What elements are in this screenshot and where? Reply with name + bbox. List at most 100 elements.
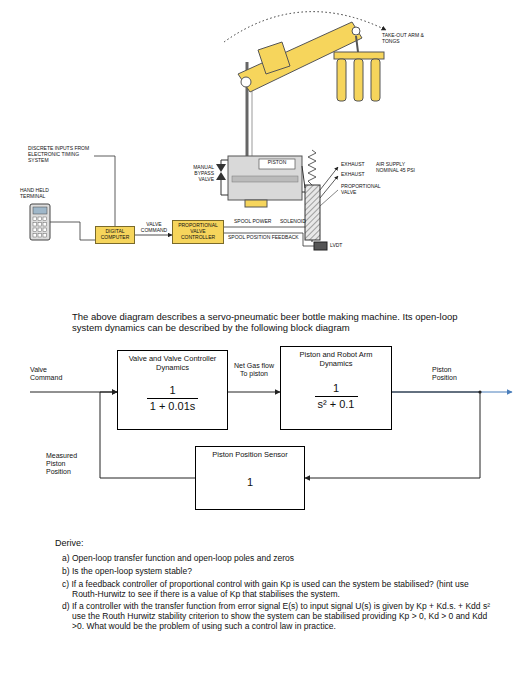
fraction: 1 s² + 0.1: [315, 368, 358, 427]
signal-label: Piston Position: [432, 366, 474, 382]
computer-box: DIGITAL COMPUTER: [95, 226, 135, 244]
gain-value: 1: [244, 476, 256, 489]
proportional-valve: [302, 166, 305, 188]
bypass-valve: [221, 160, 228, 161]
part-label: MANUAL BYPASS VALVE: [186, 165, 214, 182]
bypass-valve: [216, 164, 226, 172]
bypass-valve: [216, 160, 228, 195]
hand-held-terminal: [38, 223, 42, 227]
part-label: SOLENOID: [280, 219, 306, 225]
tongs: [371, 59, 380, 101]
controller-box: PROPORTIONAL VALVE CONTROLLER: [172, 220, 224, 244]
sensor-block: Piston Position Sensor 1: [195, 446, 305, 510]
lvdt-sensor: [314, 242, 327, 250]
bypass-valve: [216, 172, 226, 180]
hand-held-terminal: [43, 217, 47, 221]
tongs: [337, 59, 346, 101]
proportional-valve: [308, 150, 316, 185]
block-title: Piston Position Sensor: [206, 451, 293, 460]
hand-held-terminal: [43, 228, 47, 232]
signal-label: Measured Piston Position: [46, 452, 92, 476]
piston-cylinder: [259, 159, 295, 169]
piston-cylinder: [232, 176, 298, 182]
part-label: AIR SUPPLY NOMINAL 45 PSI: [376, 162, 416, 174]
denominator: 1 + 0.01s: [147, 400, 199, 413]
tongs: [356, 36, 358, 52]
tongs: [354, 59, 363, 101]
question-text: c) If a feedback controller of proportio…: [62, 580, 492, 600]
bypass-valve: [221, 180, 222, 195]
fraction: 1: [244, 460, 256, 507]
fraction-group: 1 1 + 0.01s: [147, 384, 199, 412]
lvdt-sensor: [312, 240, 327, 250]
question-text: a) Open-loop transfer function and open-…: [62, 554, 492, 564]
fraction: 1 1 + 0.01s: [147, 372, 199, 427]
heading: Derive:: [55, 538, 155, 548]
fraction-group: 1: [244, 476, 256, 489]
question-text: b) Is the open-loop system stable?: [62, 567, 492, 577]
part-label: LVDT: [330, 243, 352, 249]
hand-held-terminal: [43, 234, 47, 238]
connector: [228, 392, 280, 393]
question-text: d) If a controller with the transfer fun…: [62, 602, 492, 631]
numerator: 1: [330, 382, 342, 395]
box-label: DIGITAL COMPUTER: [98, 229, 132, 241]
fraction-bar: [147, 398, 199, 399]
connector: [135, 235, 172, 236]
block-title: Piston and Robot Arm Dynamics: [285, 351, 387, 368]
transfer-block: Piston and Robot Arm Dynamics 1 s² + 0.1: [280, 346, 392, 430]
piston-rod: [252, 90, 253, 160]
numerator: 1: [166, 384, 178, 397]
hand-held-terminal: [33, 207, 47, 214]
signal-label: SPOOL POWER: [234, 219, 276, 225]
hand-held-terminal: [38, 234, 42, 238]
take-out-arm: [258, 42, 290, 74]
part-label: PROPORTIONAL VALVE: [341, 184, 391, 196]
piston-cylinder: [245, 200, 267, 207]
controller-wires: [224, 227, 305, 228]
part-label: DISCRETE INPUTS FROM ELECTRONIC TIMING S…: [28, 146, 92, 163]
take-out-arm: [241, 77, 251, 87]
controller-wires: [50, 156, 314, 246]
part-label: EXHAUST: [341, 162, 371, 168]
hand-held-terminal: [33, 223, 37, 227]
fraction-bar: [315, 396, 358, 397]
bypass-valve: [221, 195, 228, 196]
hand-held-terminal: [30, 204, 50, 240]
hand-held-terminal: [33, 234, 37, 238]
connector: [305, 392, 480, 478]
proportional-valve: [320, 176, 338, 198]
controller-wires: [224, 233, 314, 246]
lvdt-sensor: [312, 240, 313, 242]
controller-wires: [94, 156, 115, 226]
body-text: The above diagram describes a servo-pneu…: [72, 312, 472, 334]
signal-label: Valve Command: [30, 366, 72, 382]
hand-held-terminal: [33, 228, 37, 232]
proportional-valve: [320, 190, 338, 206]
hand-held-terminal: [38, 217, 42, 221]
block-title: Valve and Valve Controller Dynamics: [122, 355, 223, 372]
hand-held-terminal: [38, 228, 42, 232]
hand-held-terminal: [43, 223, 47, 227]
tongs: [334, 36, 384, 101]
box-label: PROPORTIONAL VALVE CONTROLLER: [175, 223, 221, 240]
piston-cylinder: [228, 156, 302, 200]
transfer-block: Valve and Valve Controller Dynamics 1 1 + …: [117, 350, 228, 430]
signal-label: SPOOL POSITION FEEDBACK: [228, 235, 300, 241]
proportional-valve: [302, 192, 305, 193]
take-out-arm: [352, 27, 360, 35]
bypass-valve: [221, 160, 222, 164]
edge-label: VALVE COMMAND: [136, 222, 172, 234]
edge-label: Net Gas flow To piston: [230, 362, 278, 378]
piston-cylinder: [228, 156, 302, 207]
part-label: PISTON: [259, 160, 295, 166]
hand-held-terminal: [30, 204, 50, 240]
part-label: EXHAUST: [341, 172, 371, 178]
controller-wires: [50, 222, 95, 240]
part-label: HAND HELD TERMINAL: [20, 188, 60, 200]
denominator: s² + 0.1: [315, 398, 358, 411]
fraction-group: 1 s² + 0.1: [315, 382, 358, 410]
tongs: [334, 52, 384, 59]
hand-held-terminal: [33, 217, 37, 221]
part-label: TAKE-OUT ARM & TONGS: [382, 33, 424, 45]
